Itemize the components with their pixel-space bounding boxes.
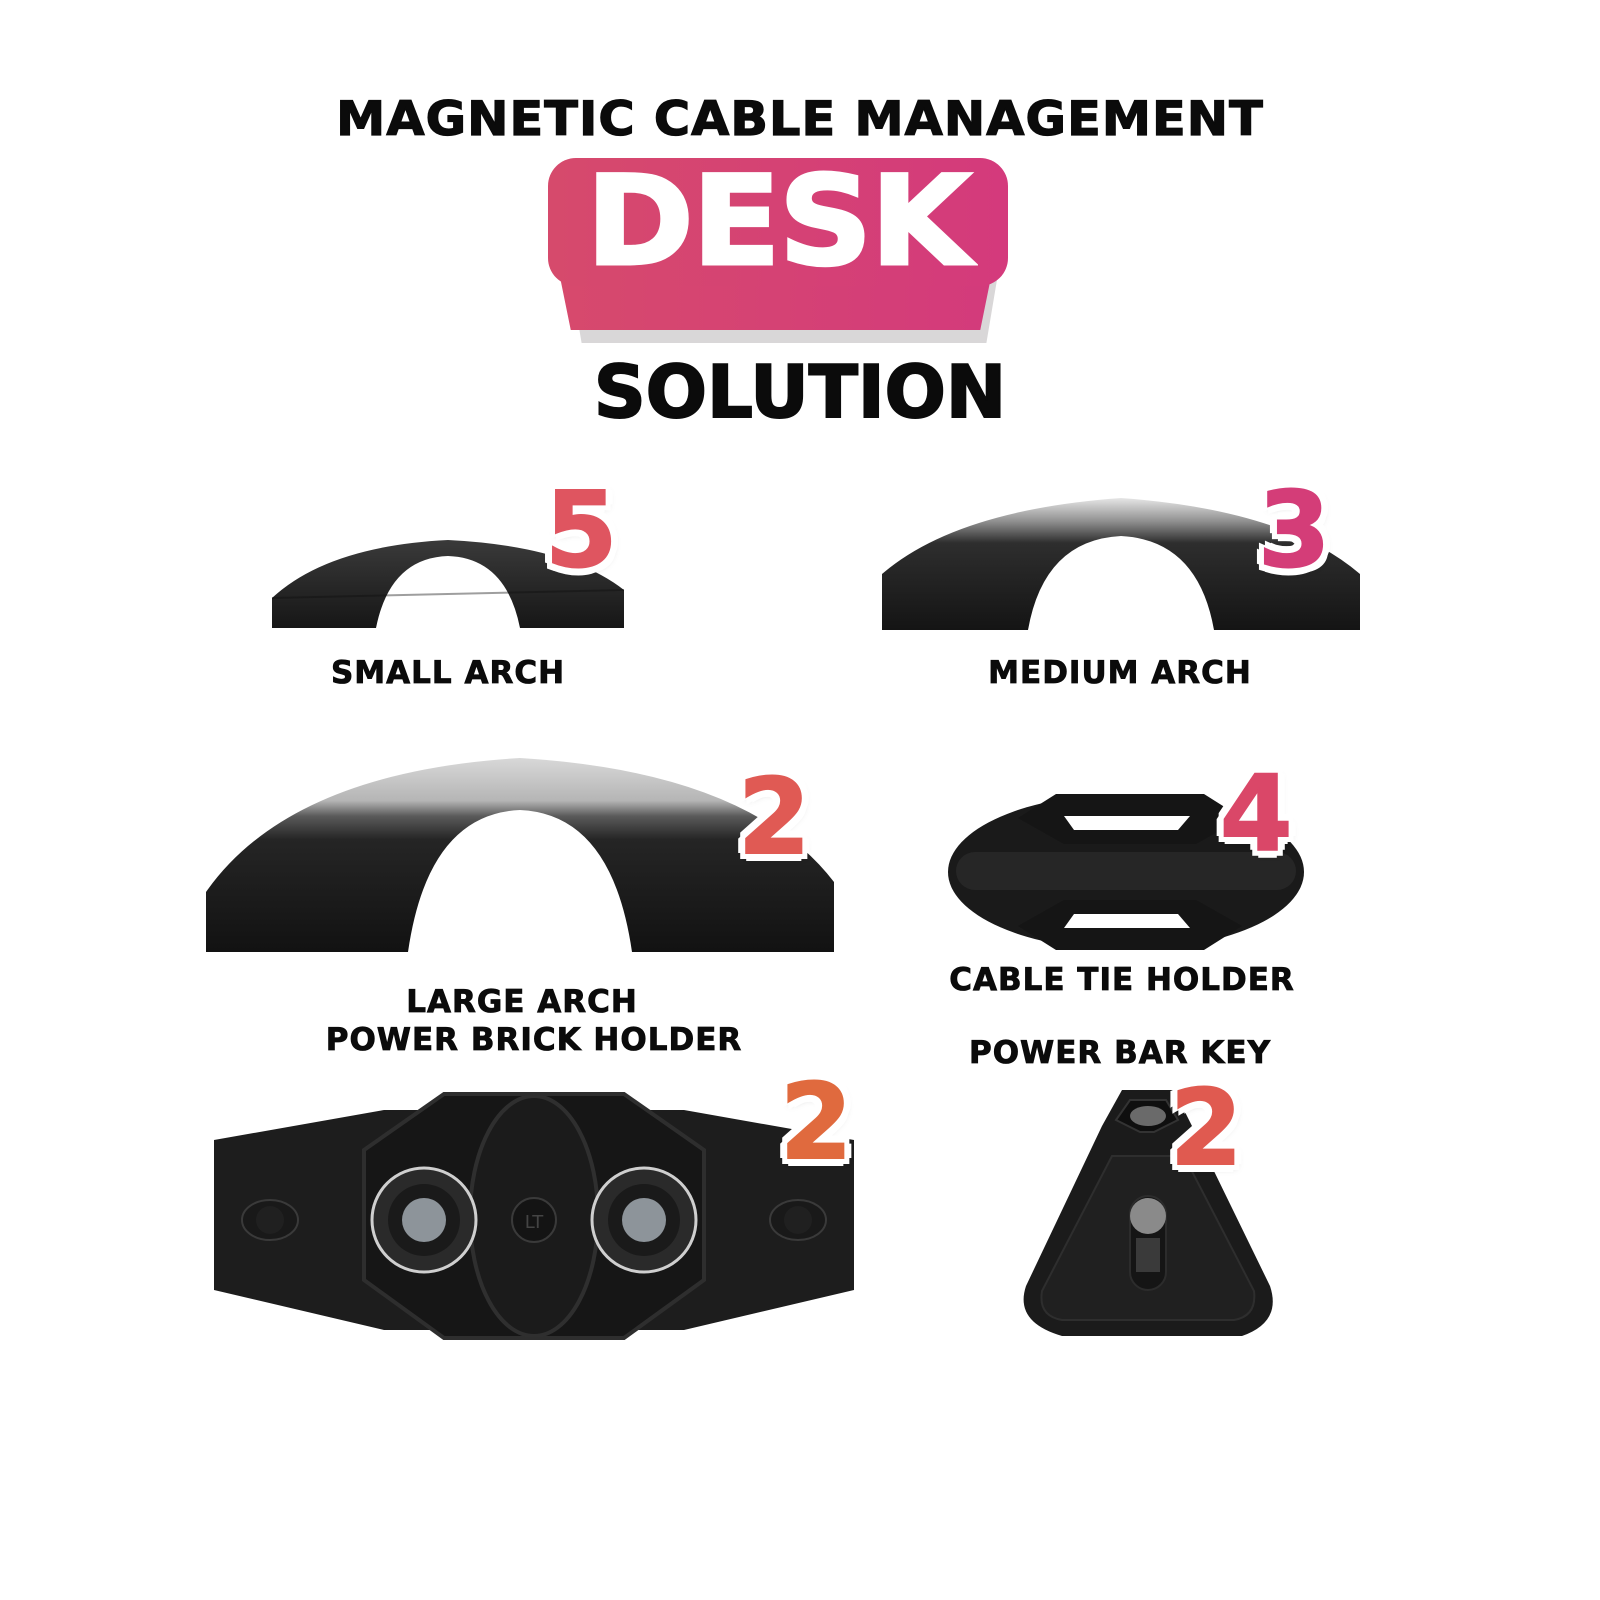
label-large-arch: LARGE ARCH [406,984,638,1021]
label-cable-tie-holder: CABLE TIE HOLDER [949,962,1295,999]
subtitle: SOLUTION [593,349,1007,435]
label-power-brick-holder: POWER BRICK HOLDER [325,1022,743,1059]
small-arch-icon [271,540,625,628]
svg-text:LT: LT [525,1212,545,1233]
quantity-badge-cable-tie-holder: 4 [1219,753,1293,875]
headline: MAGNETIC CABLE MANAGEMENT [336,91,1264,147]
power-bar-key-icon [1023,1090,1273,1336]
quantity-badge-power-brick-holder: 2 [779,1061,853,1183]
label-medium-arch: MEDIUM ARCH [988,655,1252,692]
cable-tie-holder-icon [948,794,1304,950]
desk-title-plate: DESK [548,158,1008,286]
quantity-badge-power-bar-key: 2 [1169,1067,1243,1189]
quantity-badge-medium-arch: 3 [1257,469,1331,591]
power-brick-holder-icon: LT [214,1092,854,1340]
desk-title: DESK [585,150,974,294]
quantity-badge-small-arch: 5 [544,469,618,591]
medium-arch-icon [882,498,1360,630]
desk-title-block: DESK [548,158,1038,358]
label-power-bar-key: POWER BAR KEY [968,1035,1272,1072]
quantity-badge-large-arch: 2 [737,756,811,878]
label-small-arch: SMALL ARCH [330,655,566,692]
large-arch-icon [206,758,834,952]
